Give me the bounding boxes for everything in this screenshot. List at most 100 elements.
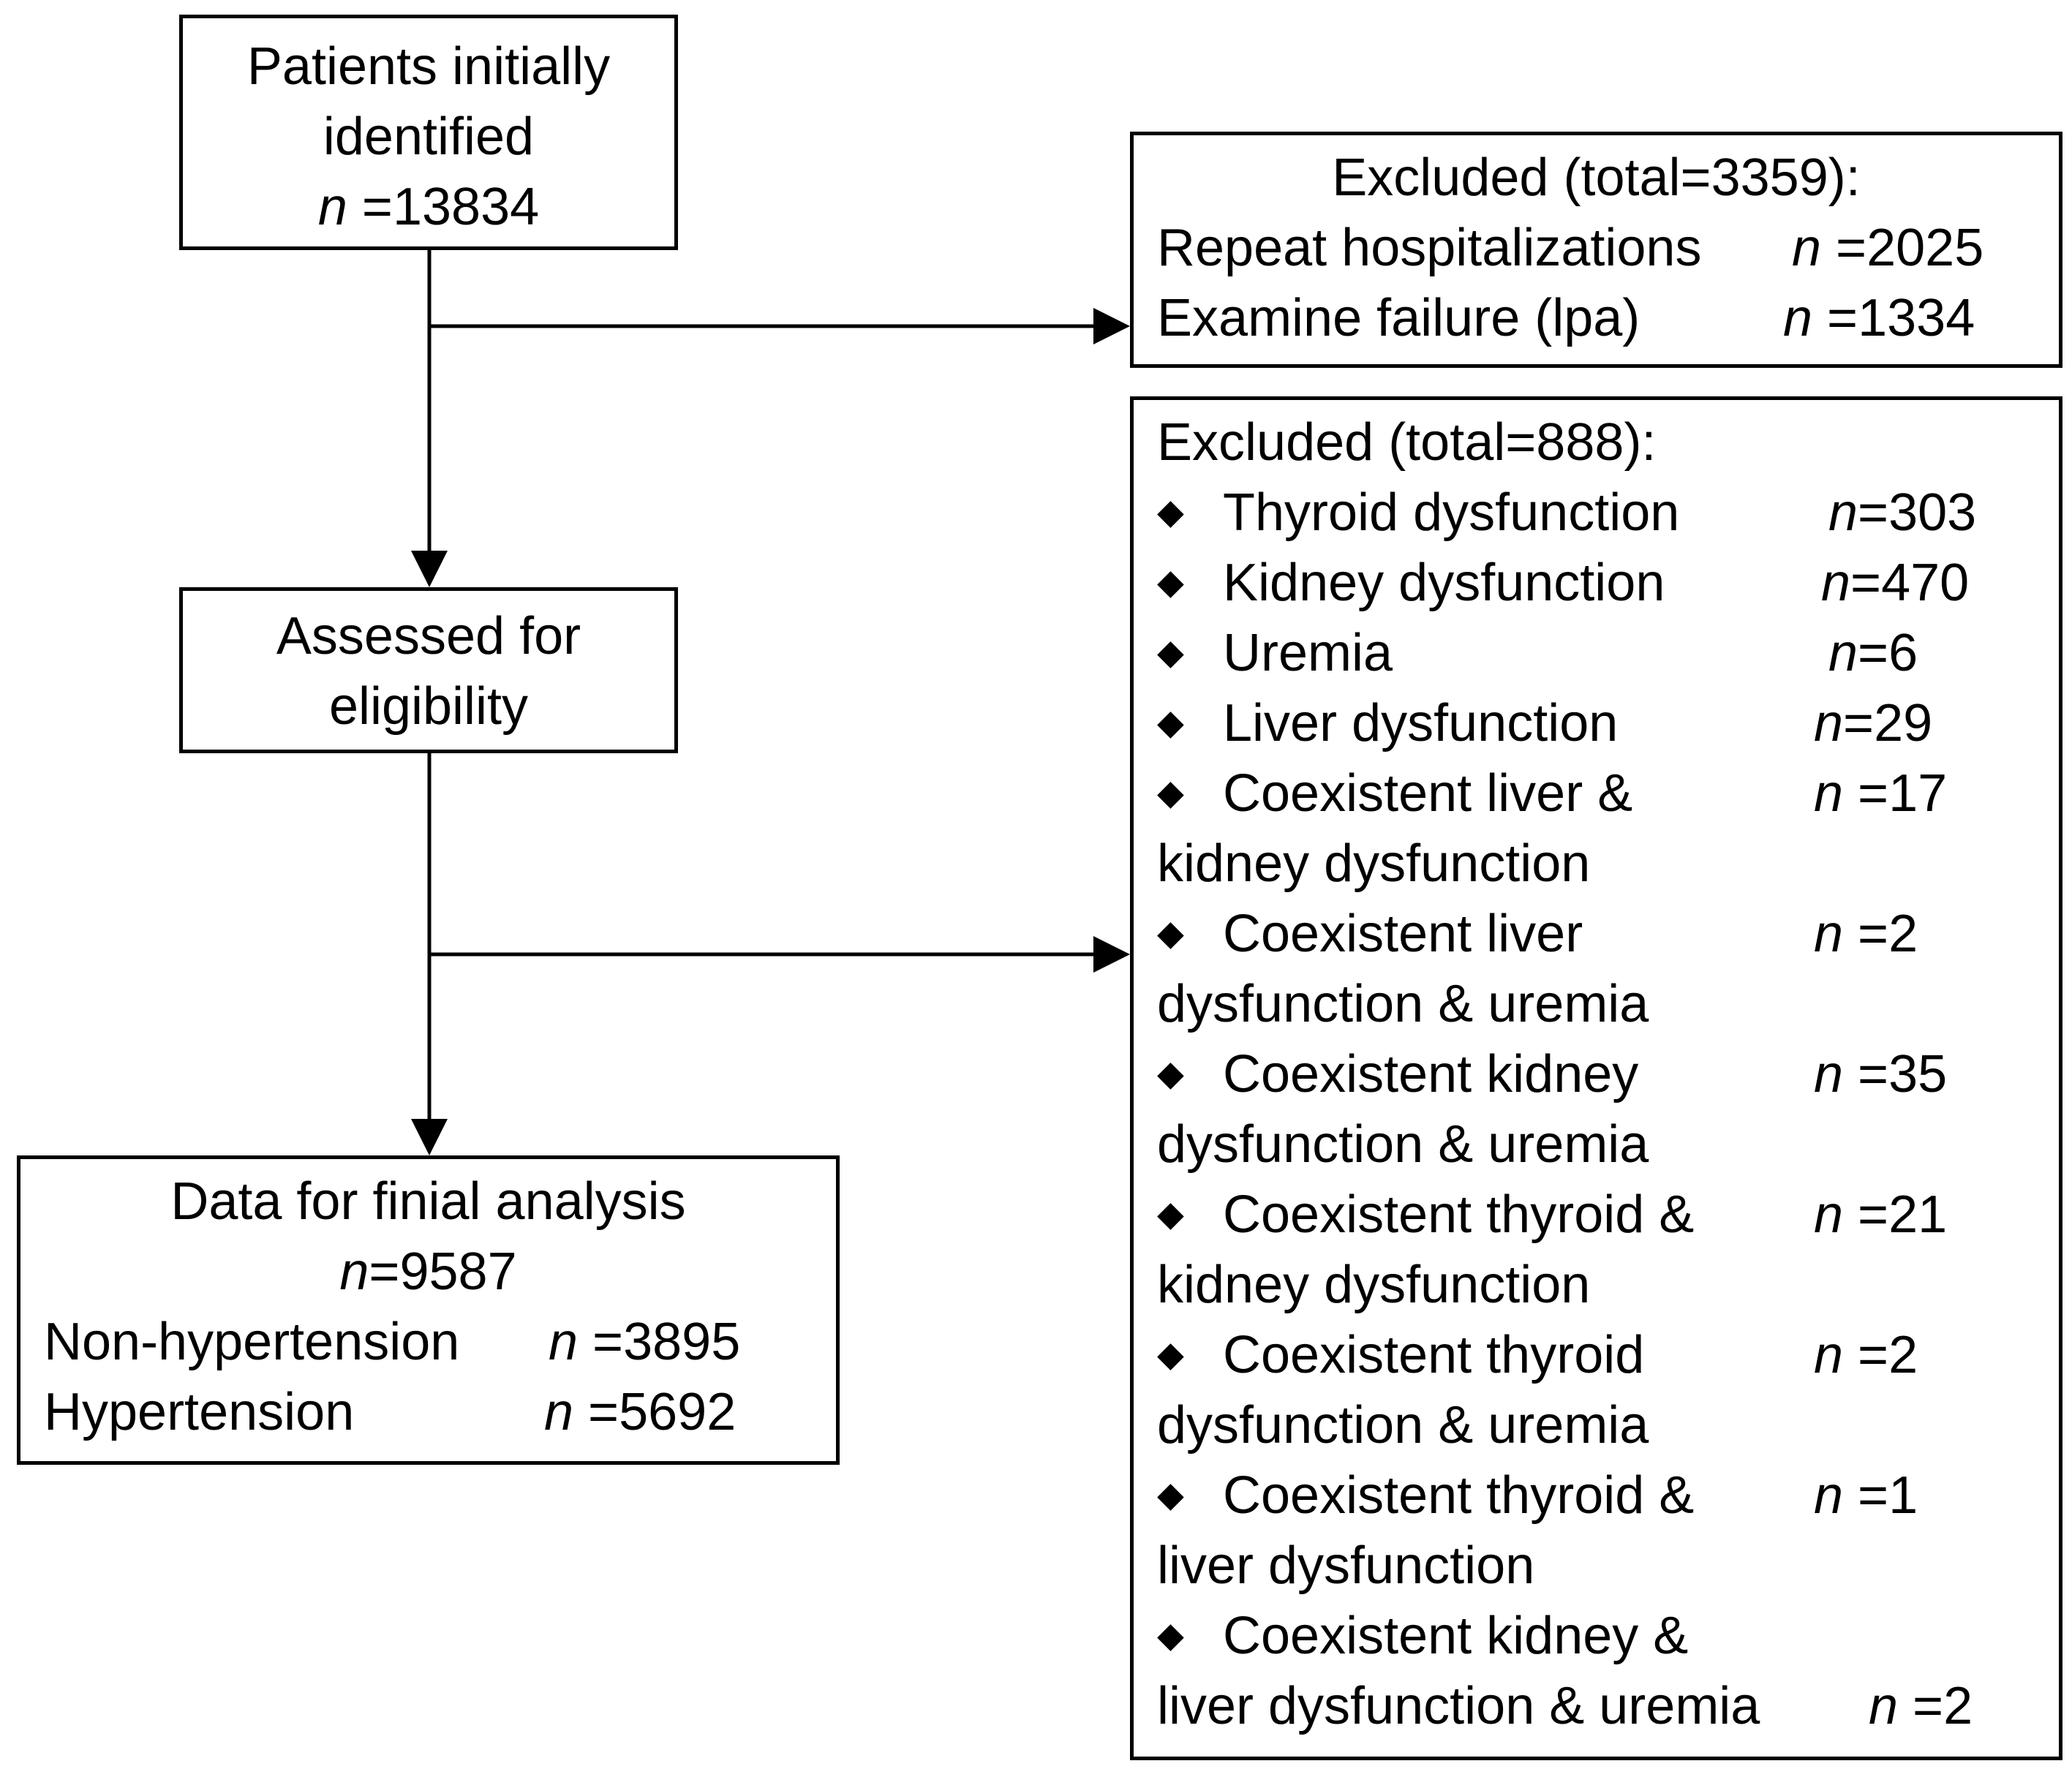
- diamond-bullet-icon: ◆: [1157, 914, 1184, 953]
- diamond-bullet-icon: ◆: [1157, 493, 1184, 532]
- final-title: Data for finial analysis: [170, 1172, 686, 1231]
- excluded2-title: Excluded (total=888):: [1157, 413, 1657, 472]
- diamond-bullet-icon: ◆: [1157, 1055, 1184, 1093]
- excluded2-item: ◆ Coexistent thyroid n =2 dysfunction & ure…: [1134, 1320, 2059, 1460]
- item-label: ◆Coexistent kidney &: [1157, 1601, 1688, 1671]
- item-label: ◆ Coexistent liver: [1157, 899, 1583, 969]
- diamond-bullet-icon: ◆: [1157, 563, 1184, 602]
- final-count: n=9587: [339, 1242, 517, 1301]
- row-count: n =2025: [1792, 219, 1984, 277]
- item-line: liver dysfunction: [1134, 1531, 2059, 1601]
- item-line: ◆ Coexistent thyroid & n =21: [1134, 1180, 2059, 1250]
- item-line: ◆ Coexistent thyroid n =2: [1134, 1320, 2059, 1390]
- excluded2-item: ◆ Coexistent thyroid & n =1 liver dysfuncti…: [1134, 1460, 2059, 1601]
- item-count: n =21: [1814, 1185, 1948, 1244]
- item-label: ◆ Coexistent liver &: [1157, 758, 1632, 829]
- assessed-line-1: Assessed for: [276, 607, 581, 665]
- excluded2-item: ◆ Coexistent liver n =2 dysfunction & uremi…: [1134, 899, 2059, 1039]
- item-line: ◆ Uremia n=6: [1134, 618, 2059, 688]
- item-count: n=6: [1828, 624, 1918, 682]
- excluded2-list: ◆Thyroid dysfunction n=303 ◆ Kidney dysfunc…: [1134, 478, 2059, 1741]
- item-line: ◆Coexistent kidney &: [1134, 1601, 2059, 1671]
- item-text-line-1: Coexistent liver &: [1223, 764, 1633, 823]
- item-line: dysfunction & uremia: [1134, 1390, 2059, 1460]
- row-label: Non-hypertension: [44, 1313, 460, 1371]
- item-count: n=470: [1821, 554, 1970, 612]
- row-count: n =5692: [544, 1383, 736, 1441]
- item-text-line-1: Coexistent thyroid &: [1223, 1466, 1695, 1525]
- box-excluded-second: Excluded (total=888): ◆Thyroid dysfuncti…: [1130, 396, 2062, 1760]
- diamond-bullet-icon: ◆: [1157, 774, 1184, 812]
- item-count: n =1: [1814, 1466, 1918, 1525]
- excluded2-item: ◆ Kidney dysfunction n=470: [1134, 548, 2059, 618]
- item-line: ◆ Coexistent liver n =2: [1134, 899, 2059, 969]
- diamond-bullet-icon: ◆: [1157, 1195, 1184, 1234]
- assessed-line-2: eligibility: [328, 677, 529, 736]
- item-count: n =2: [1869, 1677, 1973, 1735]
- row-label: Hypertension: [44, 1383, 355, 1441]
- initial-line-1: Patients initially: [246, 37, 611, 96]
- item-text-line-2: liver dysfunction & uremia: [1157, 1677, 1760, 1735]
- item-label: ◆ Coexistent kidney: [1157, 1039, 1638, 1109]
- row-label: Examine failure (lpa): [1157, 289, 1640, 347]
- item-text-line-1: Coexistent liver: [1223, 905, 1583, 963]
- excluded1-row-repeat: Repeat hospitalizations n =2025: [1134, 213, 2059, 283]
- item-label: ◆ Coexistent thyroid &: [1157, 1460, 1694, 1531]
- diamond-bullet-icon: ◆: [1157, 704, 1184, 742]
- item-label: ◆Thyroid dysfunction: [1157, 478, 1679, 548]
- item-text-line-2: liver dysfunction: [1157, 1536, 1535, 1595]
- item-text-line-1: Coexistent thyroid &: [1223, 1185, 1695, 1244]
- item-text-line-2: dysfunction & uremia: [1157, 1396, 1649, 1455]
- diamond-bullet-icon: ◆: [1157, 633, 1184, 672]
- item-count: n =2: [1814, 1326, 1918, 1384]
- box-excluded-first: Excluded (total=3359): Repeat hospitaliz…: [1130, 132, 2062, 368]
- item-text-line-1: Coexistent thyroid: [1223, 1326, 1645, 1384]
- excluded2-item: ◆ Coexistent liver & n =17 kidney dysfuncti…: [1134, 758, 2059, 899]
- item-label: ◆ Coexistent thyroid &: [1157, 1180, 1694, 1250]
- item-line: kidney dysfunction: [1134, 1250, 2059, 1320]
- item-text-line-1: Coexistent kidney: [1223, 1045, 1639, 1104]
- item-count: n =35: [1814, 1045, 1948, 1104]
- item-count: n=29: [1814, 694, 1933, 753]
- item-line: dysfunction & uremia: [1134, 969, 2059, 1039]
- box-initial-patients: Patients initially identified n =13834: [179, 15, 678, 250]
- item-text-line-1: Uremia: [1223, 624, 1393, 682]
- item-line: kidney dysfunction: [1134, 829, 2059, 899]
- box-final-analysis: Data for finial analysis n=9587 Non-hype…: [17, 1155, 840, 1465]
- item-text-line-1: Kidney dysfunction: [1223, 554, 1665, 612]
- row-label: Repeat hospitalizations: [1157, 219, 1702, 277]
- diamond-bullet-icon: ◆: [1157, 1476, 1184, 1515]
- excluded1-title: Excluded (total=3359):: [1332, 148, 1861, 207]
- item-label: ◆ Kidney dysfunction: [1157, 548, 1665, 618]
- item-text-line-2: kidney dysfunction: [1157, 834, 1591, 893]
- row-count: n =3895: [549, 1313, 741, 1371]
- item-count: n =17: [1814, 764, 1948, 823]
- item-line: ◆ Liver dysfunction n=29: [1134, 688, 2059, 758]
- initial-count: n =13834: [317, 178, 540, 236]
- item-label: ◆ Liver dysfunction: [1157, 688, 1618, 758]
- item-text-line-1: Liver dysfunction: [1223, 694, 1619, 753]
- item-text-line-2: dysfunction & uremia: [1157, 1115, 1649, 1174]
- item-count: n =2: [1814, 905, 1918, 963]
- final-row-non-hypertension: Non-hypertension n =3895: [20, 1307, 836, 1377]
- initial-line-2: identified: [323, 108, 535, 166]
- item-line: ◆ Coexistent liver & n =17: [1134, 758, 2059, 829]
- box-assessed-eligibility: Assessed for eligibility: [179, 587, 678, 753]
- excluded2-item: ◆Coexistent kidney &liver dysfunction & …: [1134, 1601, 2059, 1741]
- item-line: ◆ Coexistent kidney n =35: [1134, 1039, 2059, 1109]
- excluded2-item: ◆Thyroid dysfunction n=303: [1134, 478, 2059, 548]
- excluded2-item: ◆ Liver dysfunction n=29: [1134, 688, 2059, 758]
- n-symbol: n: [317, 178, 347, 236]
- item-line: ◆ Kidney dysfunction n=470: [1134, 548, 2059, 618]
- item-count: n=303: [1828, 483, 1977, 542]
- excluded1-row-lpa: Examine failure (lpa) n =1334: [1134, 283, 2059, 353]
- item-text-line-2: dysfunction & uremia: [1157, 975, 1649, 1033]
- item-label: ◆ Uremia: [1157, 618, 1393, 688]
- diamond-bullet-icon: ◆: [1157, 1335, 1184, 1374]
- item-line: liver dysfunction & uremia n =2: [1134, 1671, 2059, 1741]
- excluded2-item: ◆ Coexistent kidney n =35 dysfunction & ure…: [1134, 1039, 2059, 1180]
- item-line: ◆ Coexistent thyroid & n =1: [1134, 1460, 2059, 1531]
- item-label: ◆ Coexistent thyroid: [1157, 1320, 1644, 1390]
- excluded2-item: ◆ Coexistent thyroid & n =21 kidney dysfunc…: [1134, 1180, 2059, 1320]
